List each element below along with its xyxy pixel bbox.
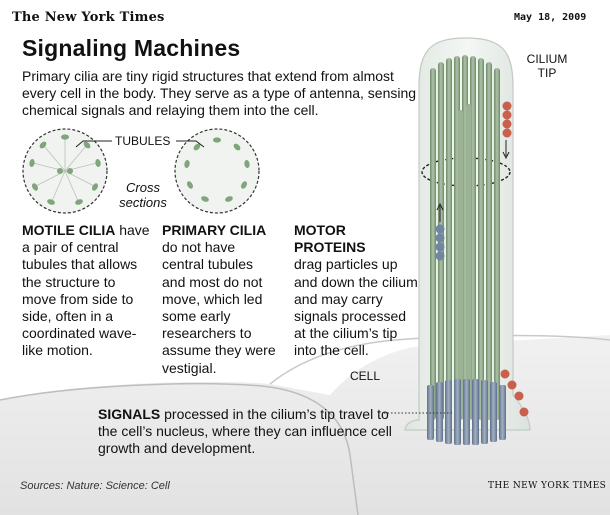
primary-cilia-heading: PRIMARY CILIA bbox=[162, 222, 267, 238]
cell-label: CELL bbox=[350, 369, 381, 383]
signals-text: SIGNALS processed in the cilium’s tip tr… bbox=[98, 406, 398, 458]
credit-line: THE NEW YORK TIMES bbox=[488, 481, 607, 491]
basal-body bbox=[427, 379, 506, 445]
cell-membrane-back bbox=[269, 334, 610, 385]
sources-note: Sources: Nature: Science: Cell bbox=[20, 480, 170, 492]
signal-particles bbox=[500, 369, 529, 417]
motile-cilia-heading: MOTILE CILIA bbox=[22, 222, 116, 238]
cilium-tip-label: CILIUM TIP bbox=[526, 52, 568, 80]
publish-date: May 18, 2009 bbox=[514, 12, 587, 23]
cross-section-primary bbox=[174, 128, 260, 214]
intro-text: Primary cilia are tiny rigid structures … bbox=[22, 68, 417, 118]
page-title: Signaling Machines bbox=[22, 35, 241, 61]
red-particles-tip bbox=[502, 101, 512, 160]
cross-sections-label: Cross sections bbox=[119, 180, 167, 210]
signals-body: processed in the cilium’s tip travel to … bbox=[98, 406, 392, 457]
primary-cilia-text: PRIMARY CILIA do not have central tubule… bbox=[162, 222, 280, 377]
signals-heading: SIGNALS bbox=[98, 406, 161, 422]
primary-cilia-body: do not have central tubules and most do … bbox=[162, 239, 276, 376]
motor-proteins-heading: MOTOR PROTEINS bbox=[294, 222, 366, 256]
motile-cilia-text: MOTILE CILIA have a pair of central tubu… bbox=[22, 222, 150, 360]
tubules-leaders bbox=[75, 140, 205, 148]
tubules bbox=[430, 55, 500, 420]
blue-particles bbox=[435, 202, 445, 261]
motile-cilia-body: have a pair of central tubules that allo… bbox=[22, 222, 150, 359]
cell-membrane bbox=[0, 382, 359, 515]
masthead: The New York Times bbox=[12, 10, 165, 25]
cross-section-motile bbox=[22, 128, 108, 214]
motor-proteins-body: drag particles up and down the cilium an… bbox=[294, 256, 418, 359]
tubules-label: TUBULES bbox=[113, 134, 173, 148]
